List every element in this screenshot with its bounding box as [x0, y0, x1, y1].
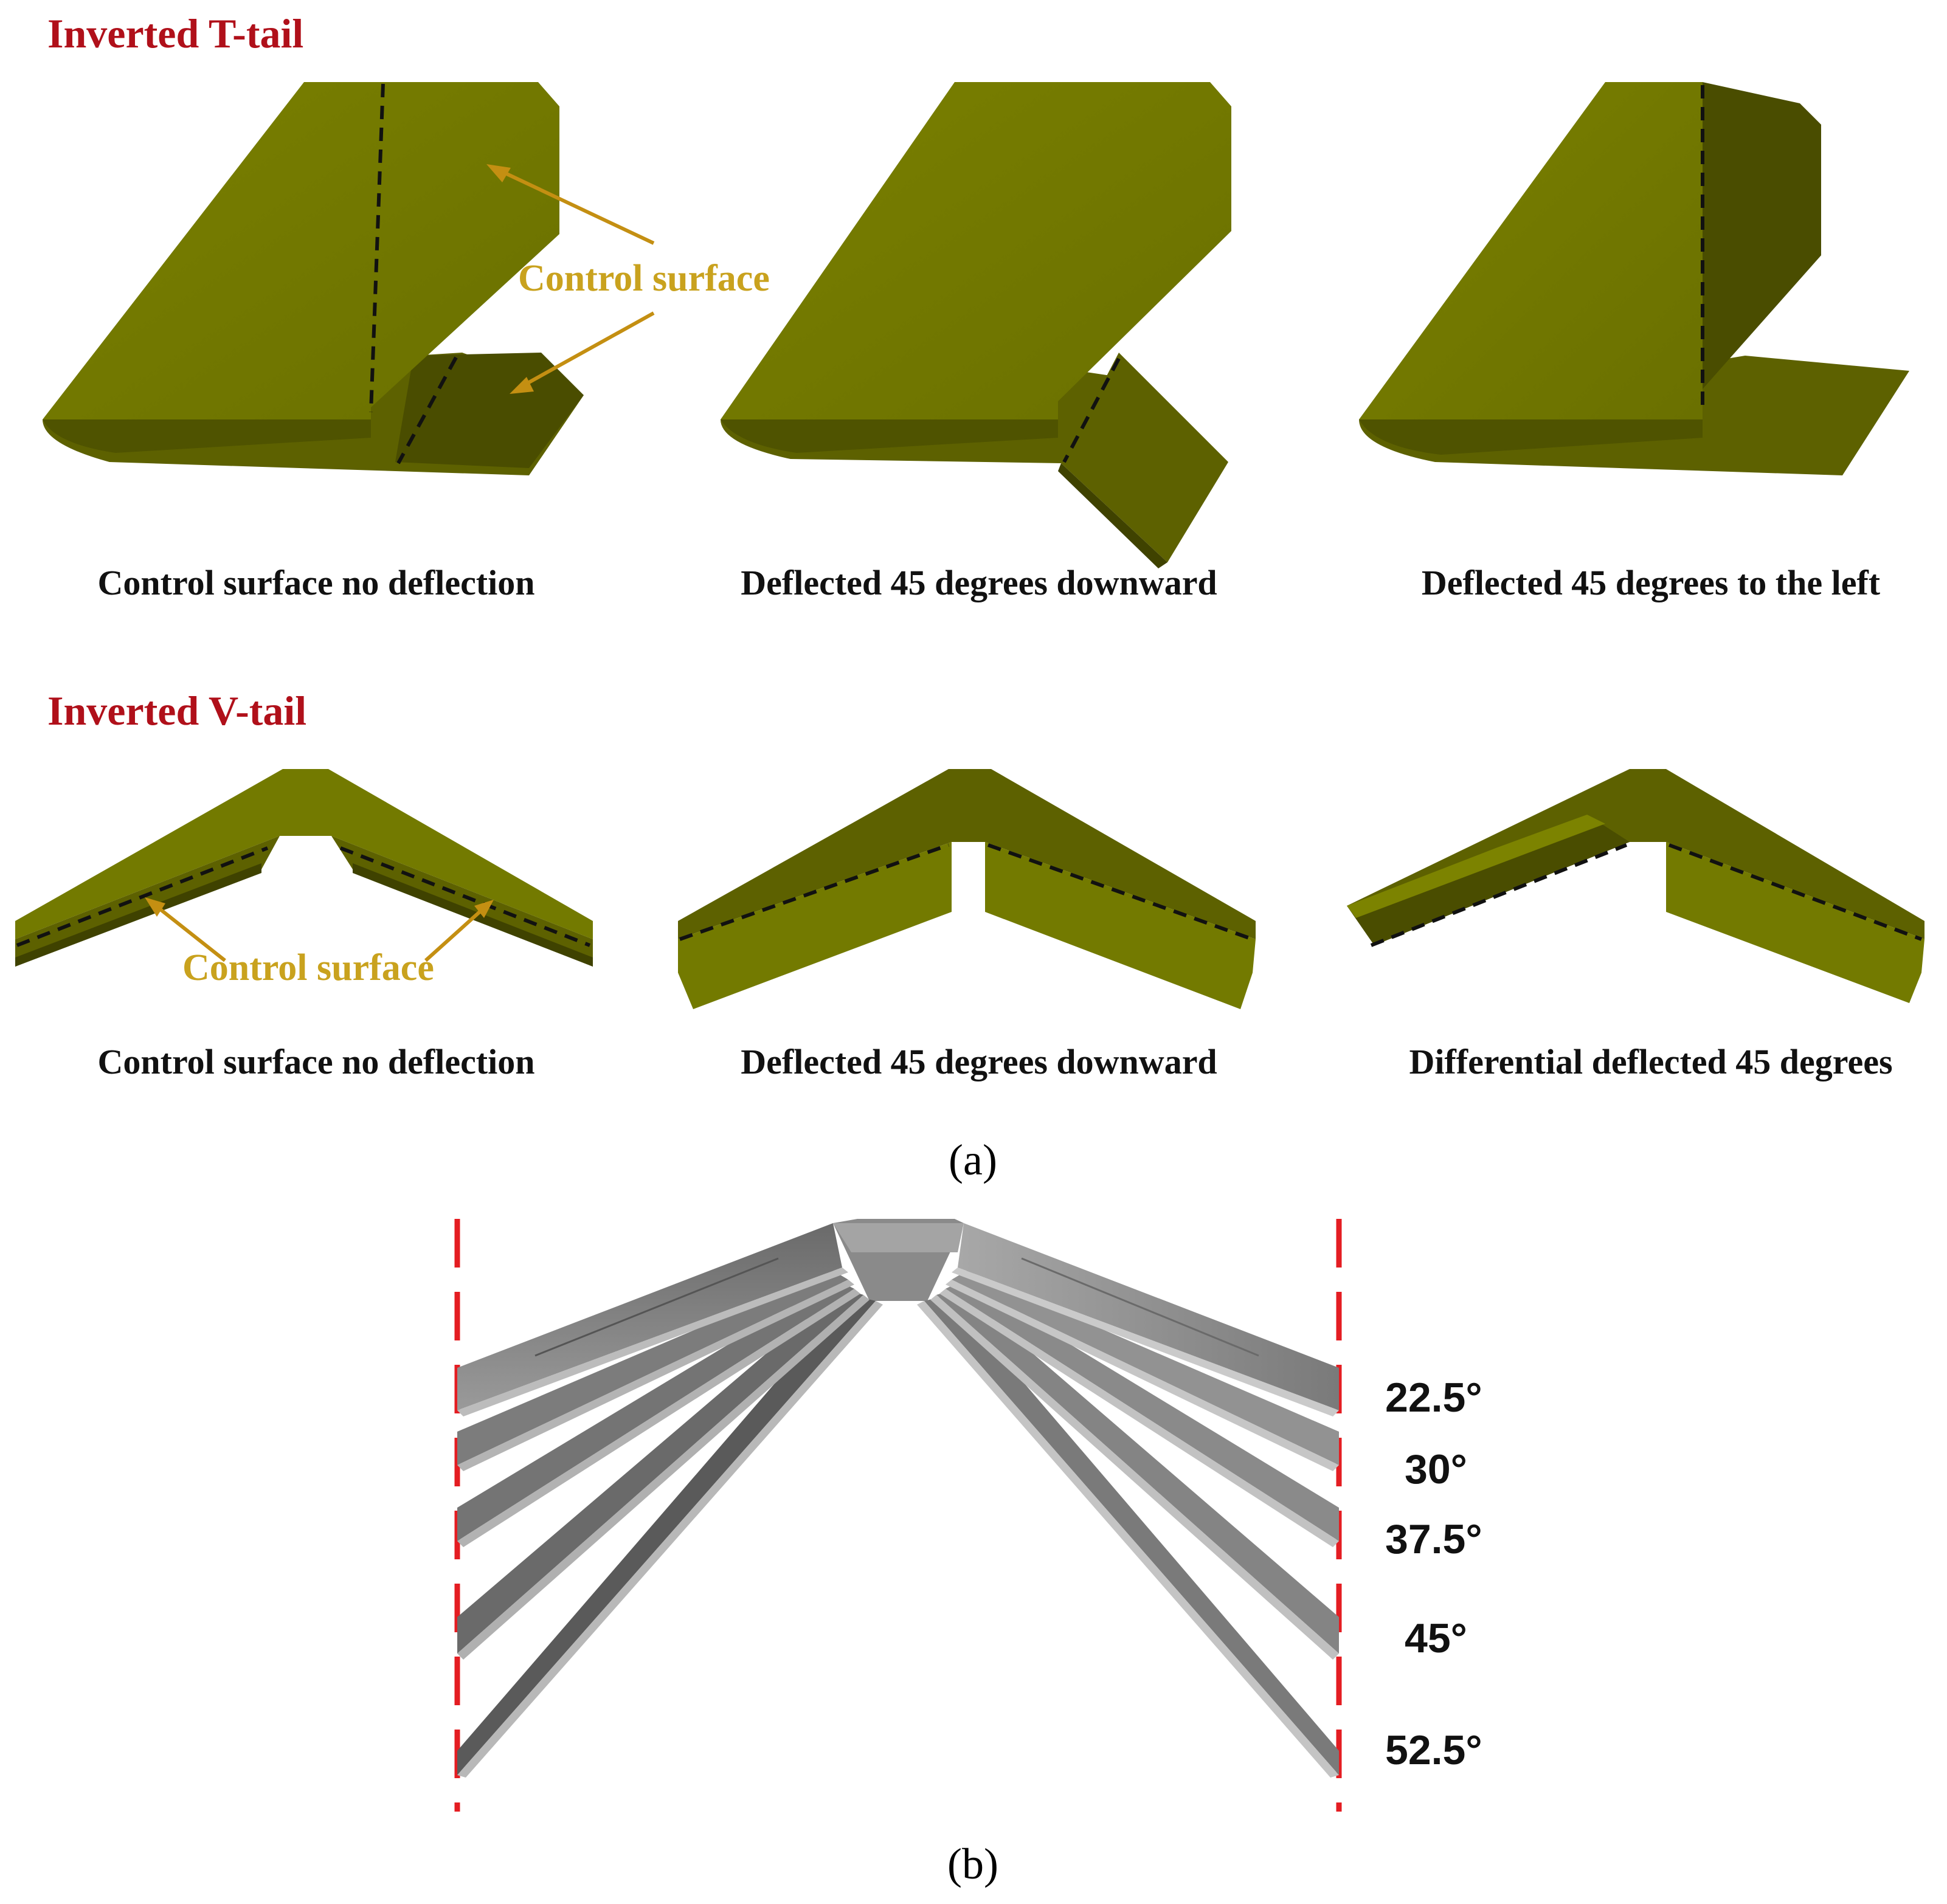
right-surface-52-5 — [924, 1295, 1339, 1775]
v-tail-3-hinge-right — [1668, 843, 1923, 941]
t-tail-1-fin — [43, 82, 559, 419]
v-tail-model-no-deflection: Control surface — [15, 769, 593, 988]
v-tail-2-hinge-right — [987, 843, 1254, 941]
t-tail-model-deflected-downward — [721, 82, 1231, 568]
t-tail-caption-1: Control surface no deflection — [98, 563, 535, 602]
v-tail-3-left-control-top — [1347, 815, 1605, 918]
angle-label-30: 30° — [1405, 1446, 1467, 1492]
right-surface-37-5-edge — [939, 1289, 1339, 1547]
right-surface-45-edge — [930, 1295, 1339, 1660]
t-tail-2-hinge — [1062, 357, 1121, 463]
t-tail-1-hinge-vertical — [369, 83, 385, 413]
angle-label-52-5: 52.5° — [1385, 1727, 1482, 1773]
t-tail-caption-2: Deflected 45 degrees downward — [741, 563, 1217, 602]
t-tail-2-control-surface-edge — [1058, 463, 1167, 568]
right-surface-30-edge — [946, 1280, 1339, 1471]
v-tail-model-deflected-downward — [678, 769, 1256, 1009]
t-tail-annotation: Control surface — [518, 258, 770, 299]
left-surface-22-5 — [457, 1223, 842, 1410]
angle-label-37-5: 37.5° — [1385, 1516, 1482, 1562]
left-surface-45-edge — [457, 1295, 870, 1660]
t-tail-3-fin-shadow-edge — [1359, 419, 1703, 455]
v-tail-2-upper-surface — [678, 769, 1256, 939]
left-surface-22-5-edge — [457, 1268, 848, 1416]
left-fixed-outline — [534, 1257, 779, 1357]
v-tail-1-right-edge — [353, 863, 593, 967]
v-tail-2-hinge-left — [679, 843, 949, 941]
t-tail-3-rudder-deflected — [1703, 82, 1821, 389]
right-surface-45 — [936, 1289, 1339, 1654]
left-surface-30 — [457, 1271, 848, 1465]
panel-a-label: (a) — [949, 1136, 997, 1184]
right-surface-37-5 — [946, 1280, 1339, 1541]
right-surface-22-5-edge — [952, 1268, 1339, 1416]
v-tail-1-arrow-left-head — [145, 897, 165, 917]
panel-b-label: (b) — [947, 1840, 998, 1888]
v-tail-3-left-control-up — [1347, 815, 1630, 945]
v-tail-caption-2: Deflected 45 degrees downward — [741, 1042, 1217, 1081]
v-tail-1-arrow-right-head — [474, 900, 494, 918]
v-tail-2-left-control-down — [678, 842, 952, 1009]
v-tail-model-differential-deflection — [1347, 769, 1925, 1003]
t-tail-1-hinge-horizontal — [396, 356, 458, 464]
center-hub-top — [833, 1223, 964, 1252]
t-tail-1-control-surface-horizontal — [395, 353, 584, 468]
t-tail-1-fin-shadow-edge — [43, 419, 371, 453]
right-fixed-outline — [1021, 1257, 1259, 1357]
angle-label-45: 45° — [1405, 1615, 1467, 1661]
v-tail-caption-1: Control surface no deflection — [98, 1042, 535, 1081]
t-tail-1-arrow-lower-head — [510, 377, 534, 394]
v-tail-3-upper-surface — [1347, 769, 1925, 939]
t-tail-1-arrow-upper — [491, 165, 655, 245]
t-tail-caption-3: Deflected 45 degrees to the left — [1422, 563, 1881, 602]
v-tail-caption-3: Differential deflected 45 degrees — [1409, 1042, 1892, 1081]
v-tail-1-hinge-left — [16, 846, 269, 947]
right-surface-22-5 — [958, 1223, 1339, 1410]
v-tail-1-hinge-right — [339, 846, 591, 947]
deflection-sweep-diagram — [454, 1219, 1342, 1812]
t-tail-1-arrow-lower — [516, 311, 655, 391]
v-tail-1-arrow-right — [424, 904, 488, 962]
v-tail-3-hinge-left — [1370, 843, 1628, 947]
t-tail-model-deflected-left — [1359, 82, 1909, 475]
v-tail-1-upper-surface — [15, 769, 593, 939]
t-tail-model-no-deflection: Control surface — [43, 82, 770, 475]
right-surface-30 — [952, 1271, 1339, 1465]
left-surface-37-5-edge — [457, 1289, 860, 1547]
v-tail-3-right-control-down — [1666, 842, 1925, 1003]
t-tail-title: Inverted T-tail — [47, 10, 303, 57]
t-tail-2-fin-shadow-edge — [721, 419, 1058, 453]
v-tail-1-arrow-left — [151, 901, 226, 962]
t-tail-2-control-surface-down — [1061, 353, 1228, 562]
left-surface-45 — [457, 1289, 863, 1654]
right-surface-52-5-edge — [917, 1301, 1339, 1778]
left-surface-52-5 — [457, 1295, 876, 1775]
t-tail-2-fin — [721, 82, 1231, 419]
v-tail-1-left-edge — [15, 863, 261, 967]
left-surface-52-5-edge — [457, 1301, 883, 1778]
left-surface-37-5 — [457, 1280, 854, 1541]
v-tail-annotation: Control surface — [182, 947, 434, 988]
v-tail-title: Inverted V-tail — [47, 688, 306, 734]
t-tail-1-arrow-upper-head — [486, 164, 511, 182]
left-surface-30-edge — [457, 1280, 854, 1471]
angle-label-22-5: 22.5° — [1385, 1375, 1482, 1421]
t-tail-3-fin — [1359, 82, 1703, 419]
v-tail-2-right-control-down — [985, 842, 1256, 1009]
